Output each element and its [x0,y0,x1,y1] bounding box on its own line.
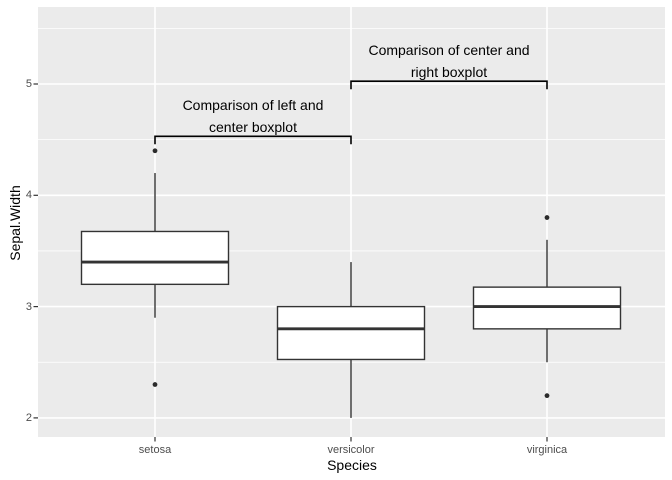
box-rect-setosa [80,230,230,286]
outlier-point [544,215,550,220]
y-tick-label-3: 3 [25,301,32,313]
comparison-bracket [154,135,352,145]
annotation-line-2: center boxplot [209,119,297,135]
x-tick-label-versicolor: versicolor [327,444,375,456]
annotation-line-1: Comparison of center and [368,42,530,58]
y-axis-title: Sepal.Width [7,185,23,261]
x-tick-label-virginica: virginica [526,444,568,456]
annotation-line-2: right boxplot [410,64,488,80]
annotation-line-1: Comparison of left and [182,97,324,113]
x-tick-label-setosa: setosa [138,444,172,456]
comparison-bracket [350,80,548,90]
y-tick-label-2: 2 [25,412,32,424]
outlier-point [152,382,158,387]
y-tick-label-5: 5 [25,78,32,90]
outlier-point [152,148,158,154]
y-tick-label-4: 4 [25,189,32,201]
annotation-left-center: Comparison of left and center boxplot [103,94,403,138]
annotation-center-right: Comparison of center and right boxplot [299,39,599,83]
x-axis-title: Species [327,457,377,473]
box-rect-versicolor [276,305,426,361]
outlier-point [544,393,550,399]
